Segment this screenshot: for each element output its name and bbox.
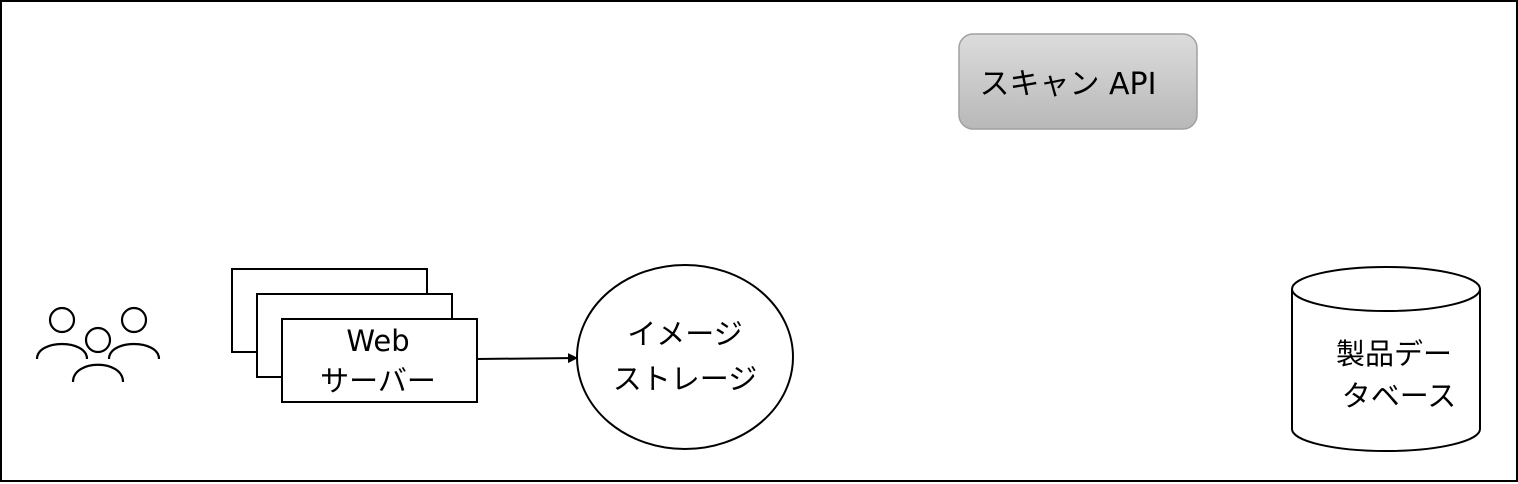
- scan-api-label: スキャン API: [980, 67, 1157, 102]
- image-storage-label-line2: ストレージ: [613, 362, 757, 396]
- image-storage-node: イメージ ストレージ: [576, 264, 794, 450]
- product-db-label-line1: 製品デー: [1336, 337, 1452, 371]
- web-server-label-line2: サーバー: [320, 364, 436, 398]
- scan-api-node: スキャン API: [958, 33, 1198, 130]
- web-server-label-line1: Web: [346, 324, 409, 358]
- product-db-body: [1291, 289, 1481, 452]
- product-db-top: [1291, 266, 1481, 312]
- scan-api-box: [958, 33, 1198, 130]
- image-storage-ellipse: [576, 264, 794, 450]
- users-icon: [35, 306, 161, 383]
- image-storage-label-line1: イメージ: [627, 317, 742, 351]
- web-server-node: Web サーバー: [231, 268, 478, 403]
- product-db-label-line2: タベース: [1342, 379, 1457, 413]
- edge-web-to-storage: [476, 353, 578, 364]
- product-db-node: 製品デー タベース: [1291, 266, 1481, 452]
- web-server-box: [281, 318, 478, 403]
